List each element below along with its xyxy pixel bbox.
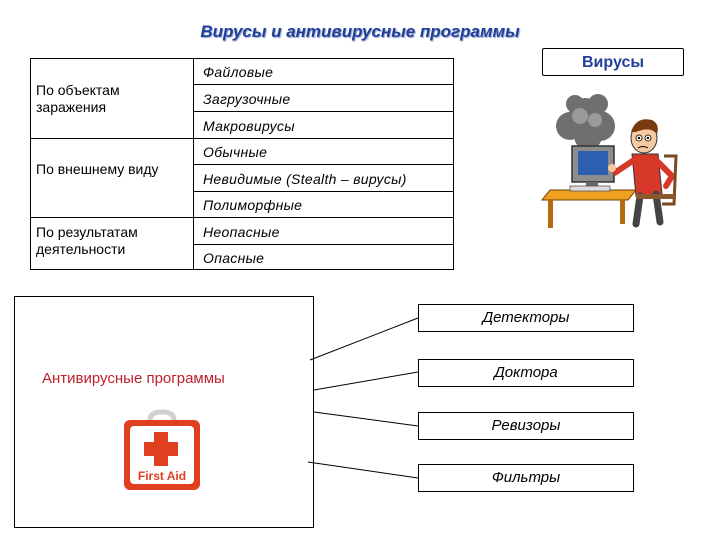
connector-line [313, 411, 419, 427]
antivirus-type-detectors: Детекторы [418, 304, 634, 332]
row-divider [193, 244, 454, 245]
list-item: Полиморфные [203, 197, 303, 213]
row-divider [193, 164, 454, 165]
category-label-appearance: По внешнему виду [36, 161, 159, 177]
viruses-box: Вирусы [542, 48, 684, 76]
connector-line [309, 317, 419, 361]
antivirus-type-label: Ревизоры [491, 417, 561, 434]
antivirus-type-filters: Фильтры [418, 464, 634, 492]
list-item: Невидимые (Stealth – вирусы) [203, 171, 407, 187]
first-aid-text: First Aid [138, 469, 186, 483]
antivirus-type-label: Фильтры [491, 469, 561, 486]
antivirus-type-auditors: Ревизоры [418, 412, 634, 440]
worried-user-computer-illustration [540, 94, 678, 228]
viruses-label: Вирусы [581, 54, 644, 71]
antivirus-type-doctors: Доктора [418, 359, 634, 387]
first-aid-kit-icon: First Aid [124, 409, 200, 490]
row-divider [30, 217, 454, 218]
row-divider [193, 111, 454, 112]
connector-line [313, 371, 419, 391]
antivirus-type-label: Доктора [494, 364, 558, 381]
list-item: Загрузочные [203, 91, 291, 107]
category-label-results: По результатам деятельности [36, 224, 138, 257]
list-item: Файловые [203, 64, 274, 80]
list-item: Макровирусы [203, 118, 295, 134]
page-title: Вирусы и антивирусные программы [200, 22, 520, 41]
row-divider [193, 84, 454, 85]
category-label-infection-objects: По объектам заражения [36, 82, 120, 115]
list-item: Обычные [203, 144, 268, 160]
list-item: Неопасные [203, 224, 280, 240]
connector-line [307, 461, 419, 479]
antivirus-programs-label: Антивирусные программы [42, 370, 225, 387]
row-divider [193, 191, 454, 192]
list-item: Опасные [203, 250, 265, 266]
row-divider [30, 138, 454, 139]
antivirus-type-label: Детекторы [482, 309, 570, 326]
